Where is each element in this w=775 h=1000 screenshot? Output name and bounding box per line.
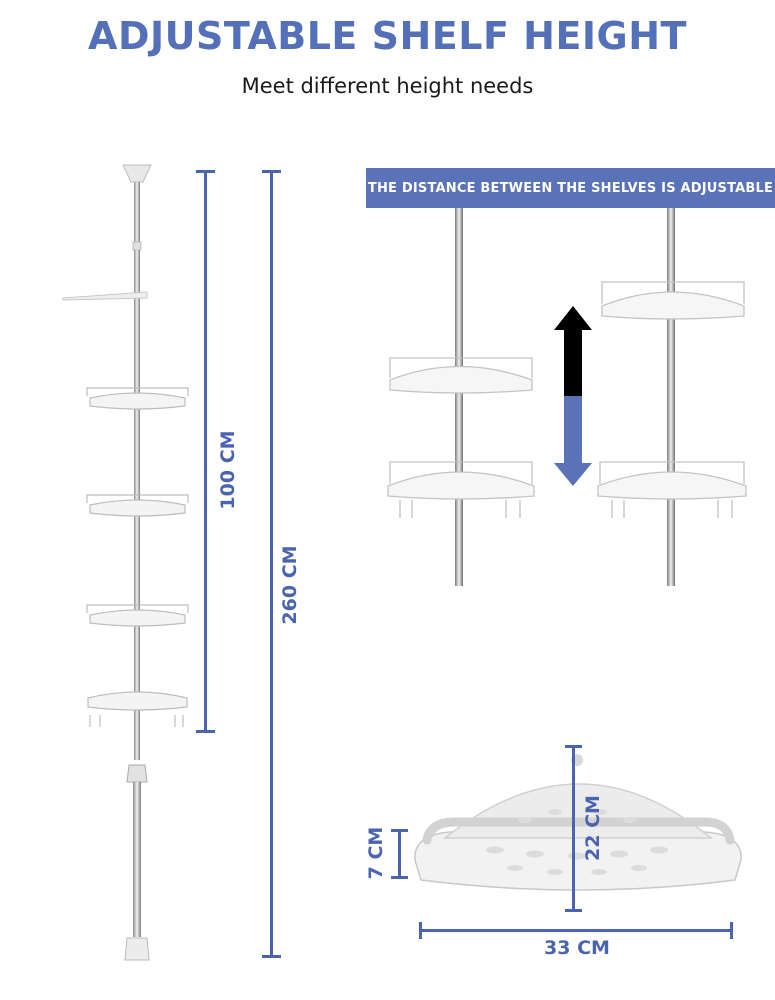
dimension-cap xyxy=(196,170,215,173)
dimension-line-100 xyxy=(204,171,207,731)
shelf-span-label: 100 CM xyxy=(217,430,239,510)
page-subtitle: Meet different height needs xyxy=(241,74,534,98)
rail-height-label: 7 CM xyxy=(365,826,387,880)
shelf-width-label: 33 CM xyxy=(544,937,610,959)
total-height-label: 260 CM xyxy=(279,545,301,625)
dimension-line-7 xyxy=(398,830,401,878)
arrow-down-icon xyxy=(554,396,592,486)
dimension-cap xyxy=(419,922,422,939)
page-title: ADJUSTABLE SHELF HEIGHT xyxy=(88,14,687,58)
dimension-cap xyxy=(730,922,733,939)
adjustable-shelves-illustration xyxy=(387,208,747,586)
dimension-cap xyxy=(196,730,215,733)
shower-caddy-illustration xyxy=(62,164,189,961)
dimension-cap xyxy=(391,876,408,879)
dimension-line-33 xyxy=(420,929,732,932)
adjustable-banner: THE DISTANCE BETWEEN THE SHELVES IS ADJU… xyxy=(366,168,775,208)
dimension-cap xyxy=(391,829,408,832)
dimension-cap xyxy=(565,909,582,912)
dimension-cap xyxy=(565,745,582,748)
shelf-depth-label: 22 CM xyxy=(582,795,604,861)
dimension-cap xyxy=(262,170,281,173)
dimension-line-22 xyxy=(572,746,575,911)
arrow-up-icon xyxy=(554,306,592,396)
dimension-line-260 xyxy=(270,171,273,956)
corner-shelf-detail xyxy=(414,754,742,891)
dimension-cap xyxy=(262,955,281,958)
